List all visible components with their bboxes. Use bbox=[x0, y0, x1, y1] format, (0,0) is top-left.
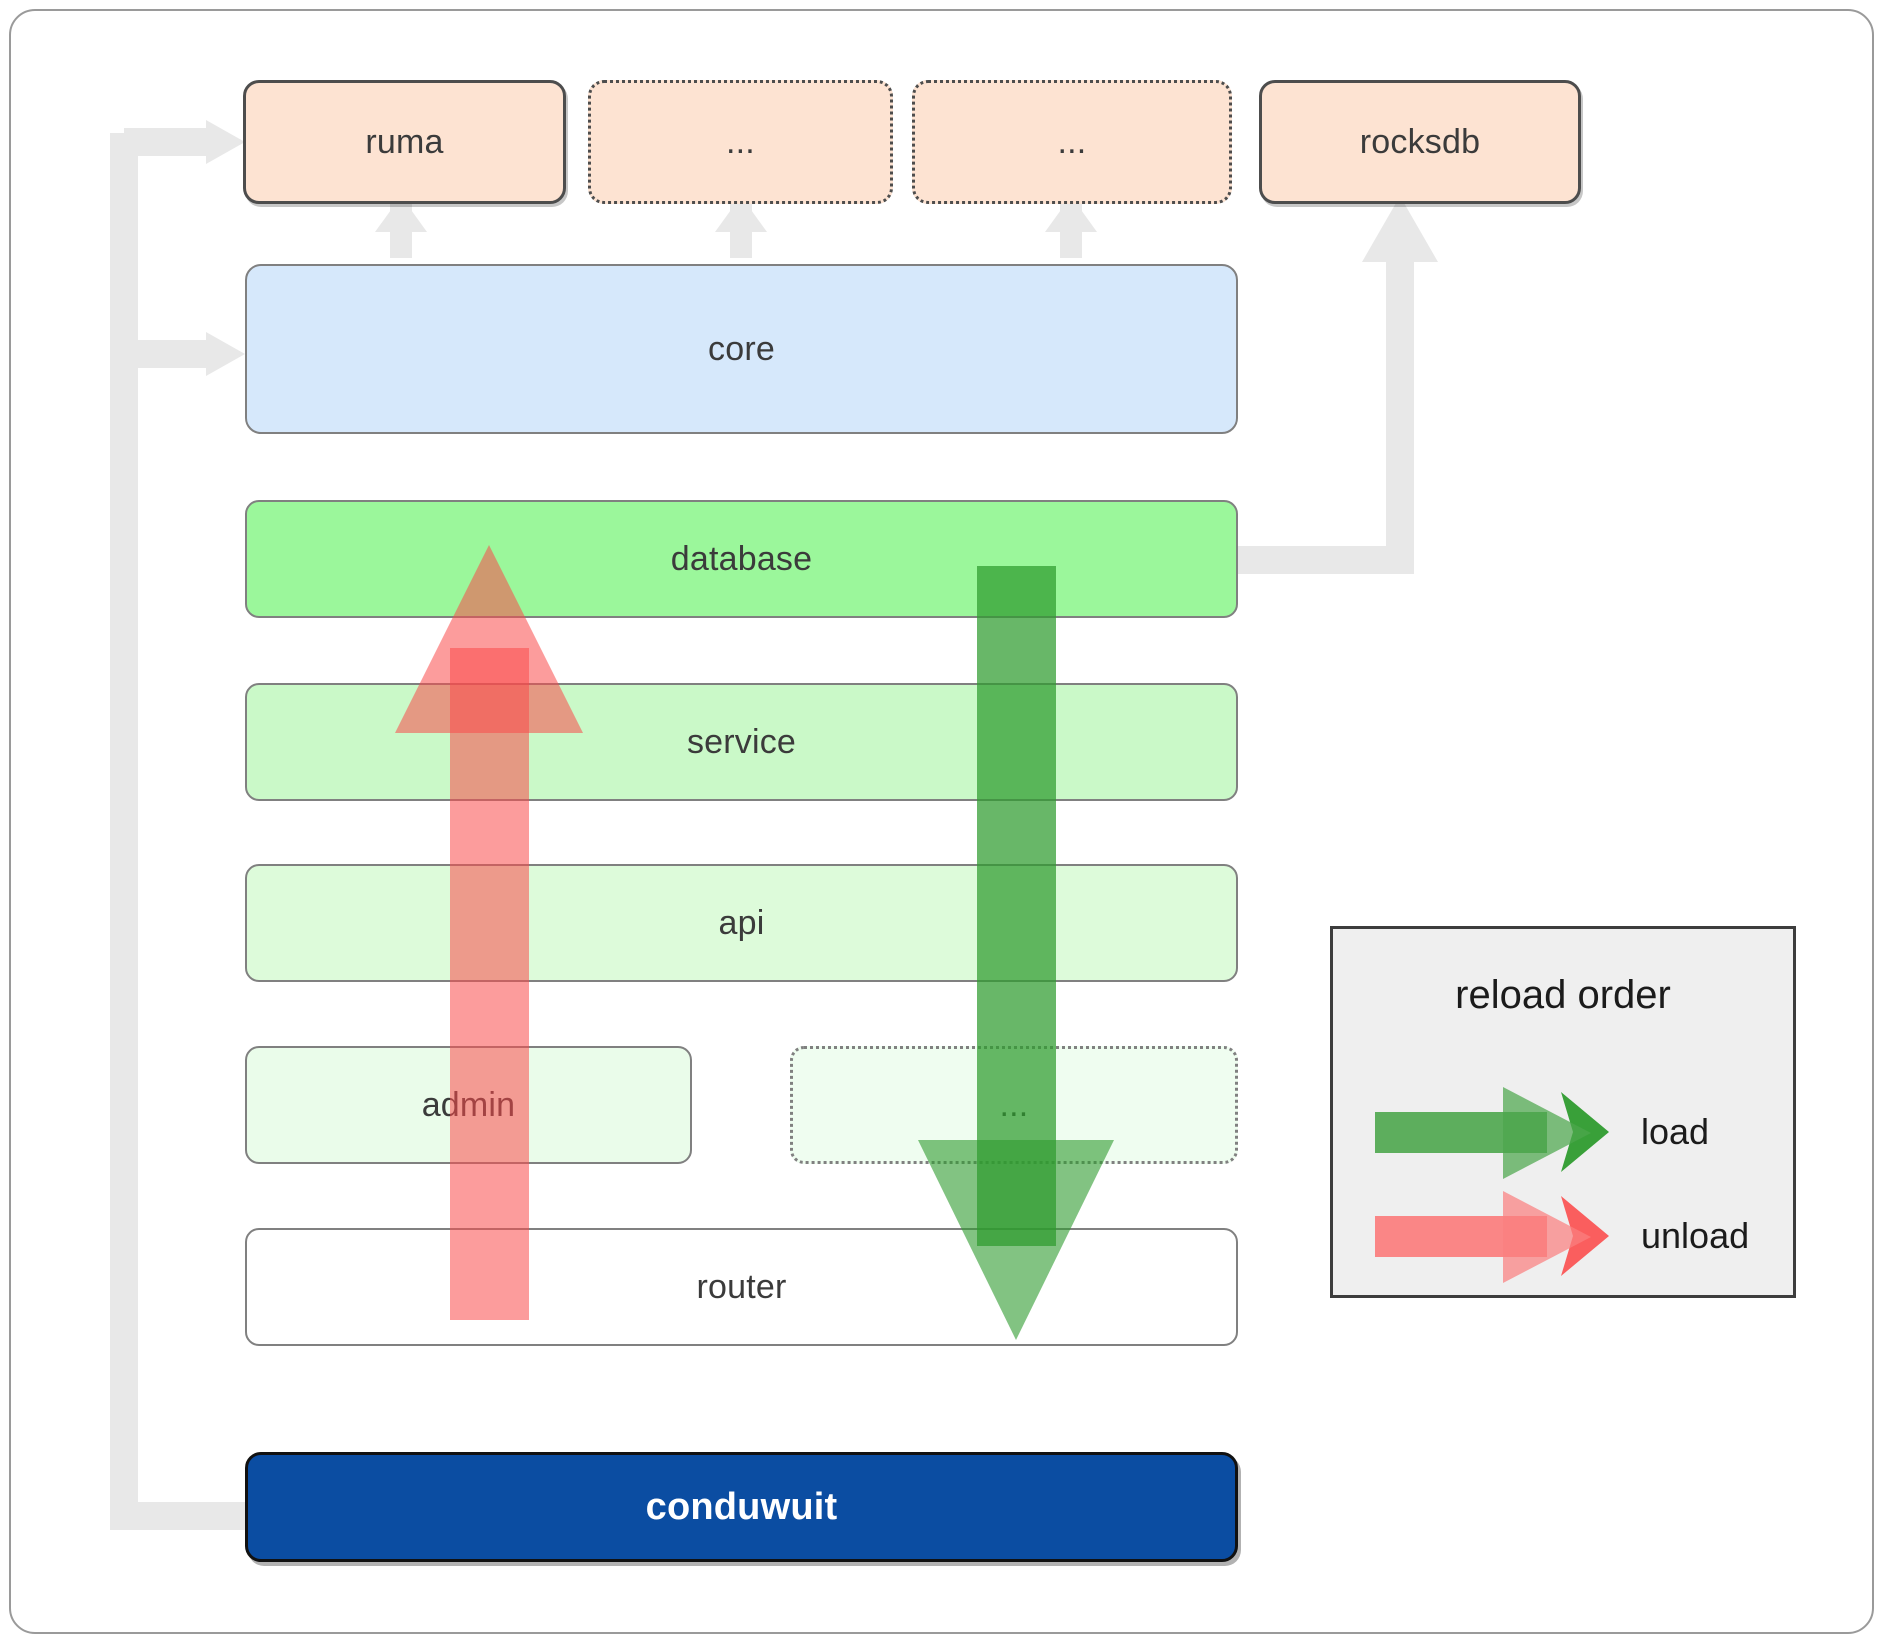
layer-core[interactable]: core bbox=[245, 264, 1238, 434]
crate-dots-2[interactable]: ... bbox=[912, 80, 1232, 204]
connector-trunk-to-conduwuit bbox=[110, 1502, 250, 1530]
legend-unload-arrow bbox=[1375, 1191, 1609, 1283]
legend-title: reload order bbox=[1455, 973, 1671, 1017]
legend-row-load: load bbox=[1333, 1087, 1793, 1177]
layer-api[interactable]: api bbox=[245, 864, 1238, 982]
unload-arrow-shaft bbox=[450, 648, 529, 1320]
legend-arrow-graphics bbox=[1375, 1087, 1609, 1283]
unload-arrow-head bbox=[395, 545, 583, 733]
connector-branch-ruma-shaft bbox=[124, 128, 214, 156]
legend-unload-label: unload bbox=[1641, 1215, 1750, 1256]
legend-load-arrow bbox=[1375, 1087, 1609, 1179]
connector-db-rocksdb-head bbox=[1362, 196, 1438, 262]
legend-load-label: load bbox=[1641, 1111, 1710, 1152]
connector-branch-core-shaft bbox=[124, 340, 214, 368]
legend-box: reload order load unload bbox=[1330, 926, 1796, 1298]
connector-core-dots1-head bbox=[715, 196, 767, 232]
layer-router[interactable]: router bbox=[245, 1228, 1238, 1346]
load-arrow-shaft bbox=[977, 566, 1056, 1246]
connector-branch-ruma-head bbox=[206, 120, 245, 164]
connector-core-dots2-head bbox=[1045, 196, 1097, 232]
connector-core-ruma-head bbox=[375, 196, 427, 232]
connector-db-rocksdb-v bbox=[1386, 240, 1414, 574]
load-arrow-head bbox=[918, 1140, 1114, 1340]
legend-row-unload: unload bbox=[1333, 1191, 1793, 1281]
connector-db-rocksdb-h bbox=[1222, 546, 1414, 574]
connector-branch-core-head bbox=[206, 332, 245, 376]
load-arrow bbox=[918, 566, 1114, 1340]
unload-arrow bbox=[395, 545, 583, 1320]
